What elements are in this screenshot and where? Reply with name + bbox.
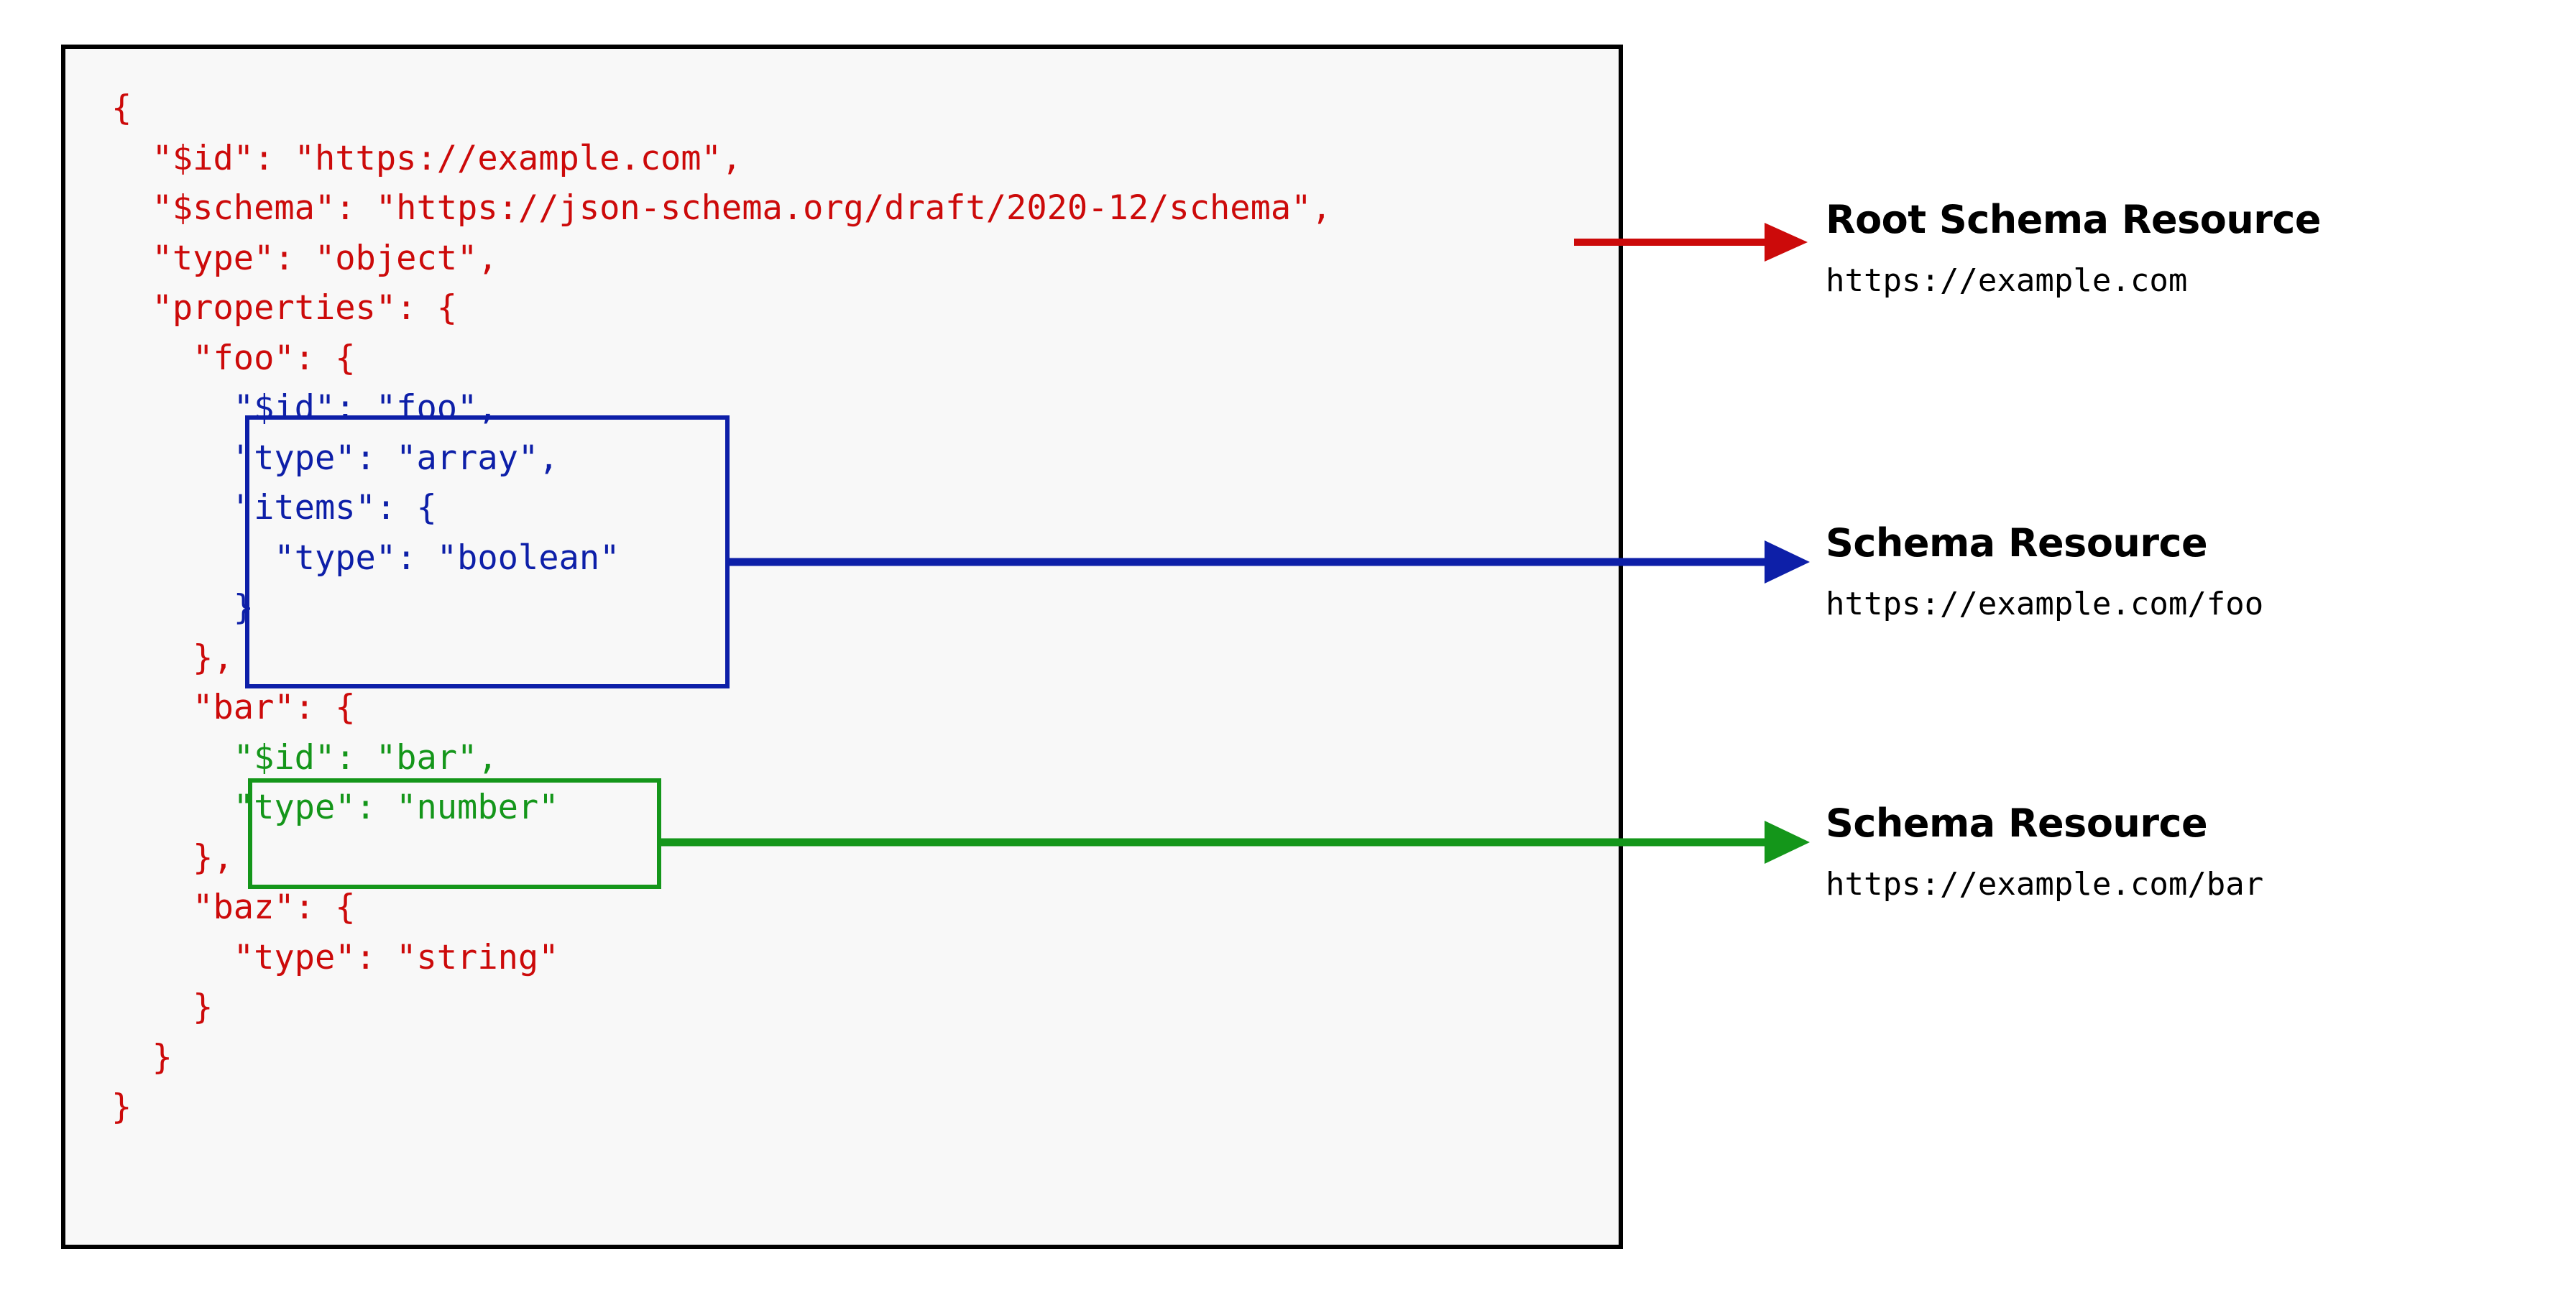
code-panel: { "$id": "https://example.com", "$schema… [61,45,1623,1249]
code-line: { [111,88,132,128]
code-line: }, [111,837,234,877]
bar-schema-resource-box [248,778,661,889]
bar-schema-arrow [659,821,1810,864]
annotation-url: https://example.com/bar [1826,865,2264,903]
annotation-bar-schema-resource: Schema Resource https://example.com/bar [1826,801,2544,903]
foo-schema-resource-box [245,415,730,688]
annotation-title: Schema Resource [1826,520,2208,566]
code-line: "$id": "foo", [111,388,498,428]
annotation-title: Schema Resource [1826,801,2208,846]
code-line: } [111,1087,132,1127]
annotation-url: https://example.com/foo [1826,585,2264,622]
code-line: "$id": "https://example.com", [111,138,742,178]
code-line: "properties": { [111,288,458,328]
code-line: "type": "string" [111,937,559,977]
json-schema-code-block: { "$id": "https://example.com", "$schema… [111,83,1332,1133]
code-line: "type": "boolean" [111,538,620,578]
annotation-root-schema-resource: Root Schema Resource https://example.com [1826,197,2544,299]
annotation-url: https://example.com [1826,262,2188,299]
code-line: "foo": { [111,338,356,378]
code-line: } [111,588,254,627]
code-line: "baz": { [111,888,356,927]
code-line: "type": "array", [111,438,559,478]
code-line: "bar": { [111,688,356,727]
code-line: "items": { [111,488,437,527]
code-line: "$id": "bar", [111,737,498,778]
root-schema-arrow [1574,223,1808,262]
code-line: "$schema": "https://json-schema.org/draf… [111,188,1332,228]
code-line: } [111,1037,172,1077]
code-line: } [111,987,213,1027]
annotation-foo-schema-resource: Schema Resource https://example.com/foo [1826,520,2544,622]
code-line: "type": "number" [111,788,559,827]
annotation-title: Root Schema Resource [1826,197,2322,242]
code-line: }, [111,637,234,678]
code-line: "type": "object", [111,238,498,278]
foo-schema-arrow [727,540,1810,584]
